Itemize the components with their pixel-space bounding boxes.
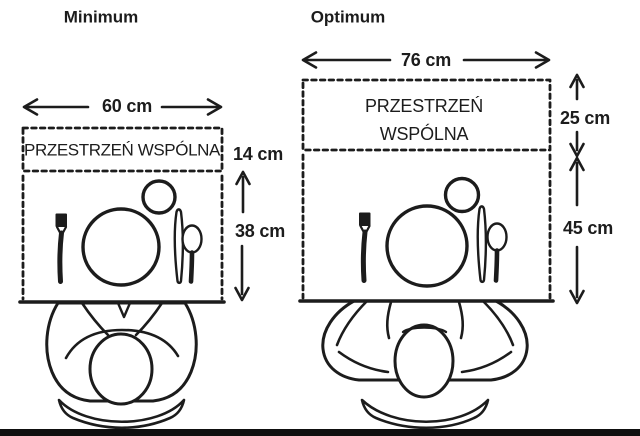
spoon-icon (486, 222, 508, 283)
minimum-shared-depth-label: 14 cm (232, 144, 284, 164)
optimum-width-arrow (301, 51, 551, 69)
glass (443, 176, 481, 214)
optimum-shared-space-label-line1: PRZESTRZEŃ (364, 96, 484, 116)
diner-hands-notch (116, 301, 132, 319)
minimum-diagram-art (18, 98, 251, 429)
optimum-setting-depth-label: 45 cm (562, 218, 614, 238)
optimum-place-setting (359, 176, 508, 288)
chair-back (360, 398, 490, 429)
diner-head (393, 323, 455, 399)
minimum-zone-side-borders (21, 174, 224, 301)
optimum-width-label: 76 cm (400, 50, 452, 70)
fork-icon (359, 212, 371, 283)
optimum-shared-depth-label: 25 cm (559, 108, 611, 128)
spoon-icon (181, 224, 203, 284)
diner-shoulders (64, 328, 180, 360)
bottom-bar (0, 429, 640, 436)
optimum-zone-side-borders (301, 153, 552, 300)
minimum-width-label: 60 cm (101, 96, 153, 116)
plate (81, 207, 161, 287)
knife-icon (173, 208, 185, 285)
diner-arms (335, 299, 515, 347)
optimum-diner (321, 299, 529, 429)
minimum-title: Minimum (63, 7, 139, 27)
diner-arms (80, 301, 164, 337)
optimum-shared-space-box (301, 78, 552, 152)
optimum-title: Optimum (310, 7, 386, 27)
diner-head (88, 332, 154, 406)
optimum-depth-arrows (569, 73, 585, 305)
minimum-diner (45, 301, 198, 429)
minimum-setting-depth-label: 38 cm (234, 221, 286, 241)
plate (385, 204, 469, 288)
minimum-shared-space-box (21, 126, 224, 173)
diner-shoulders (385, 300, 465, 340)
diner-hair-line (401, 326, 448, 334)
glass (141, 179, 177, 215)
minimum-width-arrow (22, 98, 223, 116)
chair-back (57, 398, 186, 429)
minimum-depth-arrows (234, 170, 251, 302)
minimum-place-setting (55, 179, 203, 287)
optimum-shared-space-label-line2: WSPÓLNA (379, 124, 469, 144)
fork-icon (55, 213, 68, 284)
minimum-shared-space-label: PRZESTRZEŃ WSPÓLNA (24, 140, 220, 160)
optimum-diagram-art (298, 51, 585, 429)
knife-icon (476, 205, 488, 284)
diner-forearms (337, 350, 513, 374)
